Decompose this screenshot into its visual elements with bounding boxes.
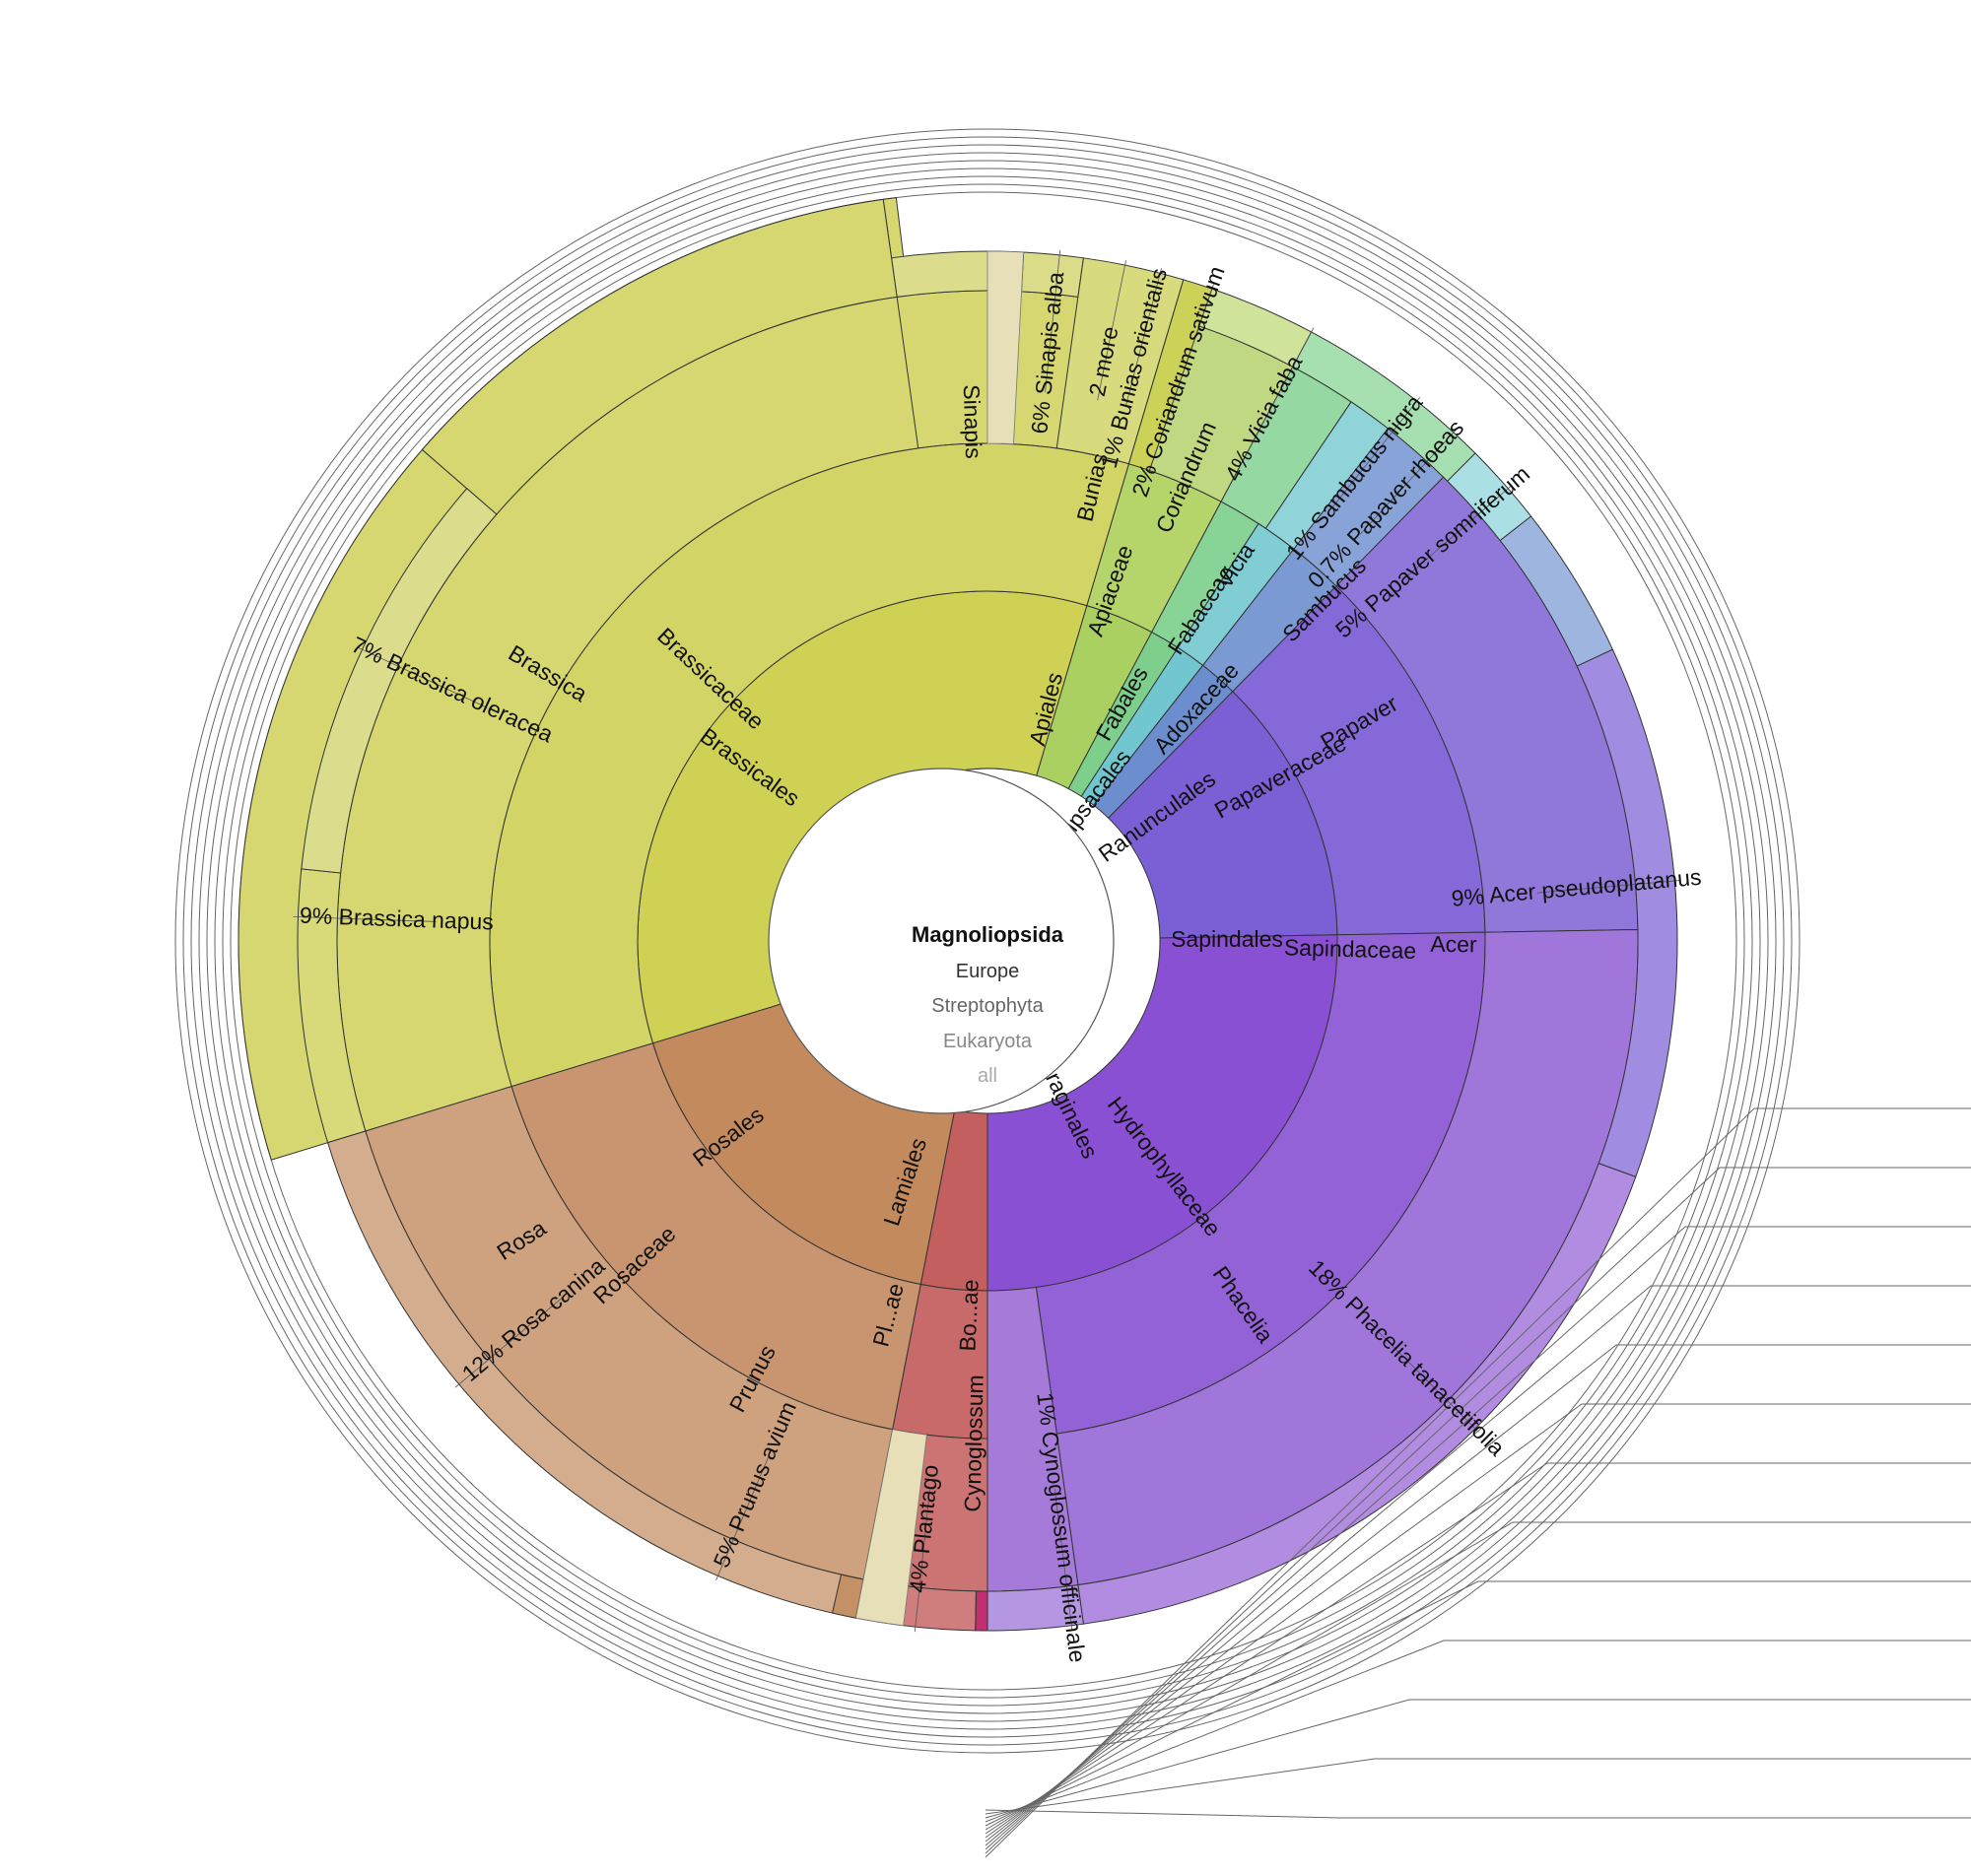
collapsed-leader-line <box>985 1107 1971 1858</box>
node-label[interactable]: Sapindales <box>1171 926 1283 952</box>
leaf-leader-line <box>1246 327 1315 454</box>
ancestor-label-3[interactable]: Eukaryota <box>943 1031 1033 1052</box>
collapsed-leader-line <box>985 1403 1971 1839</box>
collapsed-leader-line <box>985 1226 1971 1850</box>
leaf-leader-line <box>357 646 488 708</box>
sunburst-wedge[interactable] <box>831 1574 864 1619</box>
ancestor-label-2[interactable]: Streptophyta <box>931 995 1044 1017</box>
leaf-leader-line <box>1360 428 1458 535</box>
sunburst-wedge[interactable] <box>421 198 898 515</box>
sunburst-wedge[interactable] <box>975 1590 988 1632</box>
collapsed-leader-line <box>985 1344 1971 1842</box>
node-label[interactable]: Cynoglossum <box>960 1374 988 1512</box>
leaf-leader-line <box>1330 397 1421 509</box>
leaf-leader-line <box>454 1295 566 1388</box>
outer-ring <box>222 175 1753 1707</box>
hatched-wedges <box>854 250 1025 1627</box>
sunburst-wedge[interactable] <box>301 488 498 874</box>
node-label[interactable]: Acer <box>1430 931 1477 957</box>
leaf-leader-line <box>1166 284 1214 420</box>
leaf-leader-line <box>1377 1330 1479 1433</box>
leaf-leader-line <box>1097 260 1126 401</box>
outer-ring <box>190 144 1785 1738</box>
node-label[interactable]: Sapindaceae <box>1284 934 1417 964</box>
node-label[interactable]: Sinapis <box>959 384 986 459</box>
leaf-leader-line <box>914 1489 930 1633</box>
hatched-wedge[interactable] <box>986 250 1025 445</box>
leaf-label-leader-lines <box>293 249 1971 1858</box>
hatched-wedge[interactable] <box>854 1429 927 1627</box>
outer-ring <box>214 168 1761 1714</box>
outer-ring <box>206 160 1769 1722</box>
outer-ring <box>230 183 1745 1699</box>
leaf-leader-line <box>1536 880 1680 894</box>
leaf-leader-line <box>1053 1488 1073 1631</box>
outer-ring <box>198 152 1777 1730</box>
collapsed-leader-line <box>985 1285 1971 1846</box>
collapsed-leader-line <box>985 1809 1971 1819</box>
ancestor-label-1[interactable]: Europe <box>956 961 1020 982</box>
collapsed-leader-line <box>985 1699 1971 1819</box>
center-circle[interactable] <box>768 768 1115 1114</box>
center-root-label: Magnoliopsida <box>912 922 1064 947</box>
outer-ring <box>182 136 1793 1746</box>
collapsed-leader-line <box>985 1758 1971 1815</box>
center-breadcrumb[interactable]: Magnoliopsida Europe Streptophyta Eukary… <box>768 768 1115 1114</box>
leaf-leader-line <box>1124 268 1162 407</box>
leaf-leader-line <box>715 1448 773 1581</box>
leaf-leader-line <box>1045 249 1061 393</box>
collapsed-leader-line <box>985 1167 1971 1854</box>
leaf-leader-line <box>293 915 437 922</box>
collapsed-leader-line <box>985 1640 1971 1823</box>
collapsed-leader-line <box>985 1462 1971 1835</box>
sunburst-wedge[interactable] <box>326 1130 864 1619</box>
ancestor-label-4[interactable]: all <box>978 1065 997 1087</box>
collapsed-leader-line <box>985 1580 1971 1827</box>
leaf-leader-line <box>1403 485 1513 579</box>
collapsed-leader-line <box>985 1521 1971 1831</box>
node-label[interactable]: Bo...ae <box>954 1279 983 1352</box>
outer-ring <box>174 128 1801 1754</box>
